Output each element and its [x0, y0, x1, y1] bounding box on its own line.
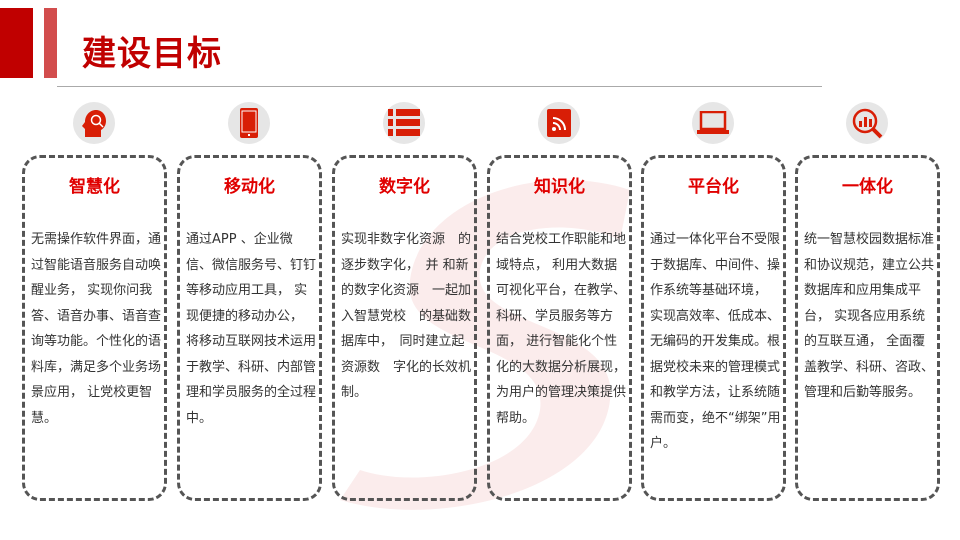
goal-card [177, 155, 322, 501]
goal-card-text: 实现非数字化资源 的逐步数字化， 并 和新的数字化资源 一起加入智慧党校 的基础… [341, 232, 472, 400]
goal-card-title: 一体化 [842, 177, 893, 197]
header-divider [57, 86, 822, 87]
chart-magnifier-icon [846, 102, 888, 144]
goal-card-title: 知识化 [534, 177, 585, 197]
goal-card [641, 155, 786, 501]
goal-card-text: 通过一体化平台不受限于数据库、中间件、操作系统等基础环境， 实现高效率、低成本、… [650, 232, 781, 451]
header-accent-bar-light [44, 8, 57, 78]
goal-card [487, 155, 632, 501]
goal-card-text: 通过APP 、企业微信、微信服务号、钉钉等移动应用工具， 实现便捷的移动办公， … [186, 232, 317, 426]
numbered-list-icon [383, 102, 425, 144]
goal-card-text: 统一智慧校园数据标准和协议规范，建立公共数据库和应用集成平台， 实现各应用系统的… [804, 232, 935, 400]
watermark-logo [340, 180, 630, 510]
header-accent-bar [0, 8, 33, 78]
goal-card-title: 移动化 [224, 177, 275, 197]
goal-card-text: 无需操作软件界面，通过智能语音服务自动唤醒业务， 实现你问我答、语音办事、语音查… [31, 232, 162, 426]
goal-card-title: 数字化 [379, 177, 430, 197]
goal-card-title: 智慧化 [69, 177, 120, 197]
goal-card [22, 155, 167, 501]
mobile-phone-icon [228, 102, 270, 144]
goal-card [332, 155, 477, 501]
goal-card-title: 平台化 [688, 177, 739, 197]
laptop-icon [692, 102, 734, 144]
goal-card-text: 结合党校工作职能和地域特点， 利用大数据可视化平台，在教学、科研、学员服务等方面… [496, 232, 627, 426]
head-search-icon [73, 102, 115, 144]
book-signal-icon [538, 102, 580, 144]
page-title: 建设目标 [82, 34, 222, 74]
goal-card [795, 155, 940, 501]
